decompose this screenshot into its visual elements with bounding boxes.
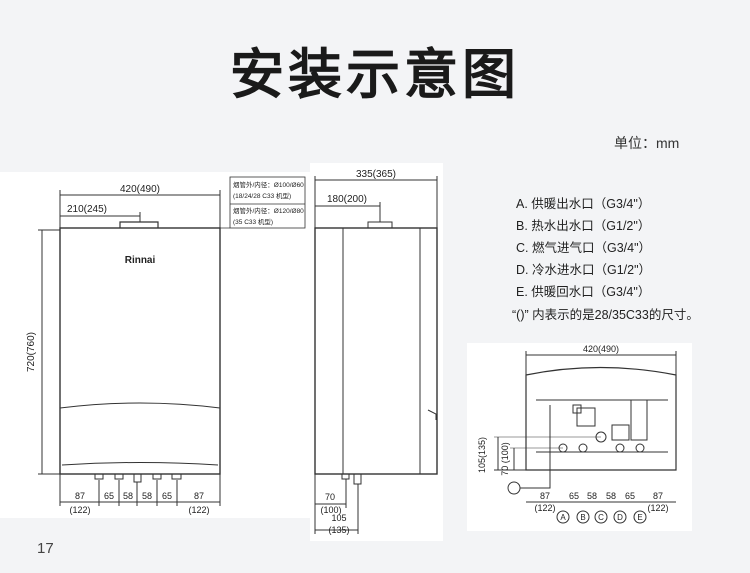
dim-label: 58 [587, 491, 597, 501]
dim-label: 87 [540, 491, 550, 501]
flue-note: (35 C33 机型) [233, 217, 273, 226]
legend-item: E. 供暖回水口（G3/4"） [516, 285, 651, 299]
legend-item: A. 供暖出水口（G3/4"） [516, 197, 651, 211]
connector-label-c: C [598, 513, 604, 522]
connector-legend: A. 供暖出水口（G3/4"） B. 热水出水口（G1/2"） C. 燃气进气口… [516, 193, 651, 303]
dim-label: 87 [75, 491, 85, 501]
connector-label-b: B [580, 513, 585, 522]
dim-label: 70 (100) [500, 442, 510, 476]
bottom-view: 420(490) 105(135) 70 (100) 87 65 58 58 6… [477, 344, 677, 524]
dim-label: 65 [162, 491, 172, 501]
dim-label: 105 [331, 513, 346, 523]
front-view: 420(490) 210(245) Rinnai 720(760) 烟管外/内径… [26, 176, 306, 515]
unit-label: 单位：mm [614, 135, 680, 151]
depth-label: 335(365) [356, 169, 396, 180]
dim-label: (122) [647, 503, 668, 513]
dimension-note: “()” 内表示的是28/35C33的尺寸。 [512, 308, 699, 322]
flue-note: 烟管外/内径：Ø100/Ø60 [233, 180, 304, 189]
pipe-stubs [94, 473, 182, 483]
dim-label: 65 [569, 491, 579, 501]
connector-label-a: A [560, 513, 566, 522]
dim-label: 105(135) [477, 437, 487, 473]
dim-label: 87 [653, 491, 663, 501]
connector-label-e: E [637, 513, 642, 522]
flue-note: 烟管外/内径：Ø120/Ø80 [233, 206, 304, 215]
dim-label: (100) [320, 505, 341, 515]
dim-label: 87 [194, 491, 204, 501]
legend-item: C. 燃气进气口（G3/4"） [516, 241, 652, 255]
half-width-label: 210(245) [67, 204, 107, 215]
dim-label: 58 [142, 491, 152, 501]
dim-label: (122) [69, 505, 90, 515]
height-label: 720(760) [26, 332, 37, 372]
legend-item: B. 热水出水口（G1/2"） [516, 219, 651, 233]
dim-label: 58 [606, 491, 616, 501]
dim-label: 58 [123, 491, 133, 501]
connector-label-d: D [617, 513, 623, 522]
boiler-side [314, 227, 438, 475]
legend-item: D. 冷水进水口（G1/2"） [516, 263, 652, 277]
flue-note: (18/24/28 C33 机型) [233, 191, 291, 200]
dim-label: 65 [625, 491, 635, 501]
side-view: 335(365) 180(200) 70 (100) 105 (135) [314, 169, 438, 535]
width-label: 420(490) [583, 344, 619, 354]
dim-label: (122) [188, 505, 209, 515]
width-label: 420(490) [120, 184, 160, 195]
flue-note-box [229, 176, 306, 229]
dim-label: (135) [328, 525, 349, 535]
page-number: 17 [37, 540, 54, 557]
brand-logo: Rinnai [125, 255, 156, 266]
side-view-panel [310, 163, 443, 541]
flue-offset-label: 180(200) [327, 194, 367, 205]
page-title: 安装示意图 [230, 43, 520, 106]
dim-label: (122) [534, 503, 555, 513]
dim-label: 70 [325, 492, 335, 502]
boiler-bottom [525, 366, 677, 471]
dim-label: 65 [104, 491, 114, 501]
